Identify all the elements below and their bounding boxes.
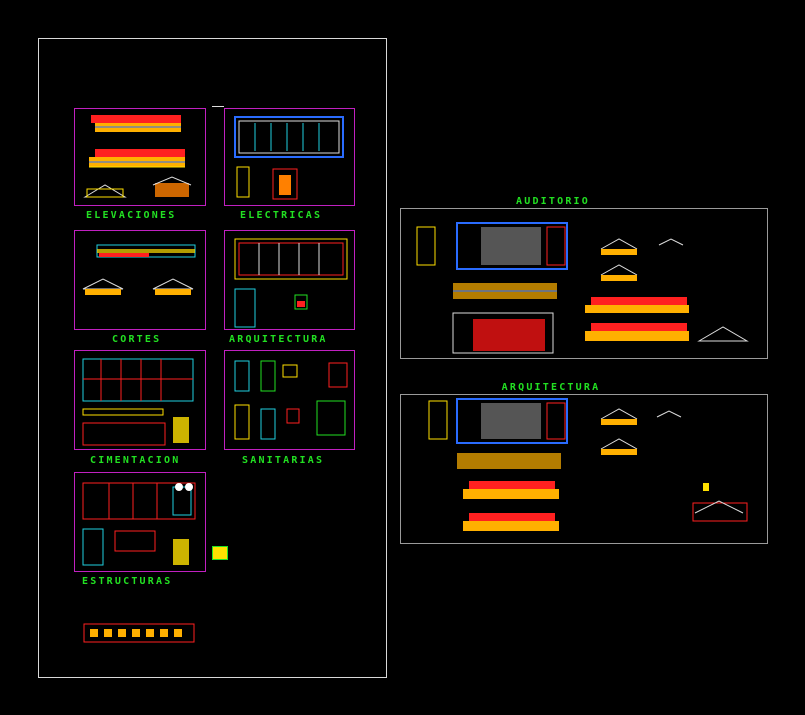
title-cortes: CORTES — [112, 334, 162, 345]
cortes-drawing — [82, 244, 196, 295]
sheet-cimentacion[interactable] — [74, 350, 206, 450]
small-detail-block — [212, 546, 228, 560]
title-cimentacion: CIMENTACION — [90, 455, 181, 466]
panel-arquitectura[interactable] — [400, 394, 768, 544]
panel-auditorio[interactable] — [400, 208, 768, 359]
sanitarias-drawing — [234, 360, 348, 440]
electricas-drawing — [234, 116, 344, 200]
sheet-electricas[interactable] — [224, 108, 355, 206]
sheet-sanitarias[interactable] — [224, 350, 355, 450]
arquitectura-drawing — [234, 238, 348, 328]
arquitectura-panel-drawing — [428, 398, 748, 531]
title-sanitarias: SANITARIAS — [242, 455, 325, 466]
sheet-estructuras[interactable] — [74, 472, 206, 572]
sheet-cortes[interactable] — [74, 230, 206, 330]
sheet-elevaciones[interactable] — [74, 108, 206, 206]
auditorio-drawing — [416, 222, 749, 354]
elevaciones-drawing — [83, 115, 192, 198]
title-arquitectura-sheet: ARQUITECTURA — [229, 334, 328, 345]
main-sheet-border — [38, 38, 387, 678]
title-electricas: ELECTRICAS — [240, 210, 323, 221]
sheet-tick — [212, 106, 224, 107]
sheet-arquitectura[interactable] — [224, 230, 355, 330]
title-arquitectura-panel: ARQUITECTURA — [501, 382, 601, 393]
bottom-details-strip — [83, 623, 195, 643]
estructuras-drawing — [82, 482, 196, 566]
cimentacion-drawing — [82, 358, 194, 446]
title-elevaciones: ELEVACIONES — [86, 210, 177, 221]
title-estructuras: ESTRUCTURAS — [82, 576, 173, 587]
title-auditorio: AUDITORIO — [516, 196, 590, 207]
